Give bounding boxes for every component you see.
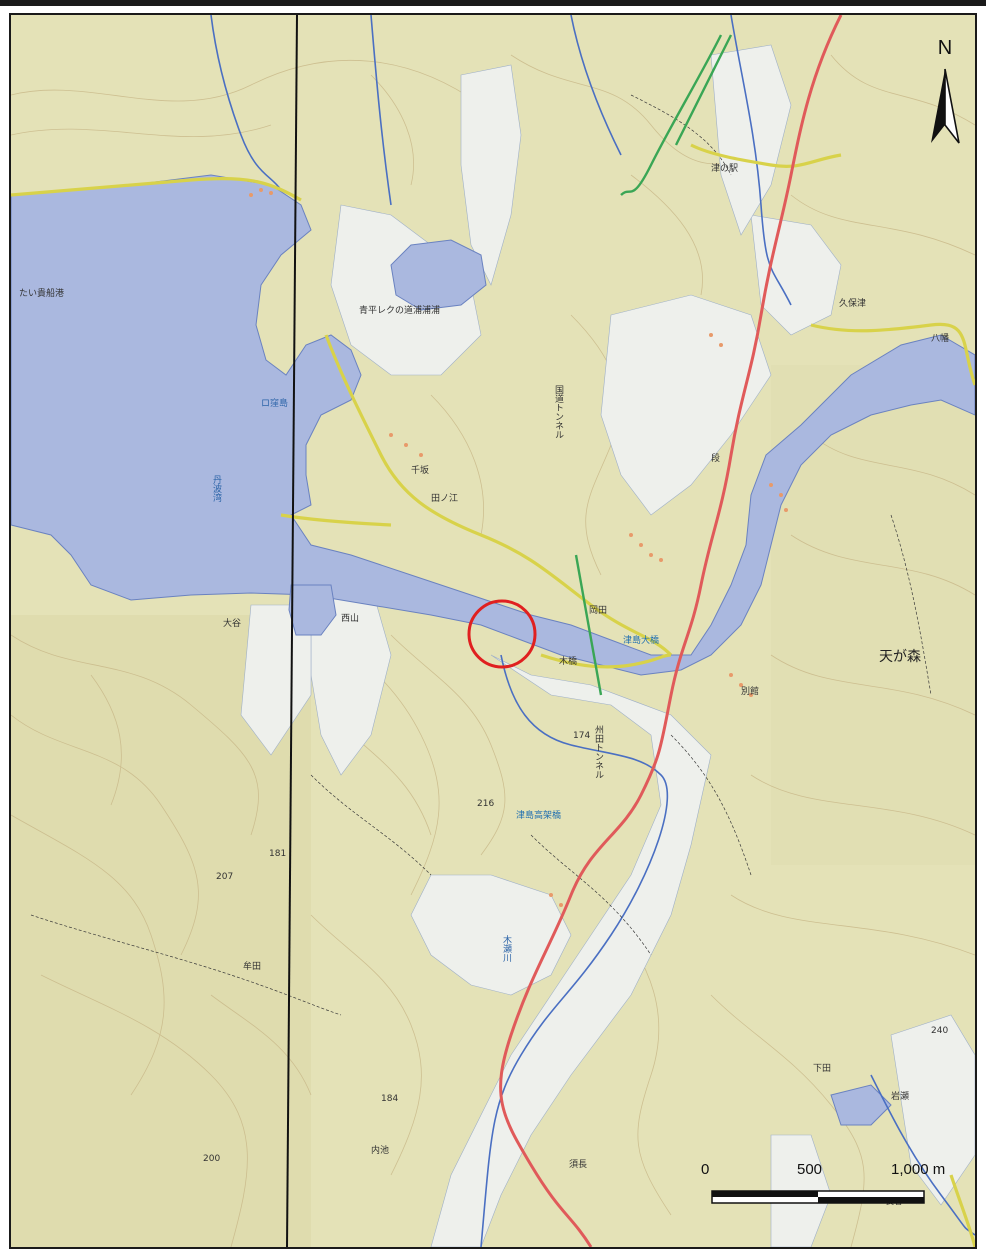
water-bodies — [11, 174, 975, 1126]
label-elev-2: 174 — [573, 731, 591, 741]
label-bekkan: 別館 — [741, 687, 760, 697]
label-river: 木瀬川 — [501, 935, 511, 962]
label-bridge-main: 津島大橋 — [623, 636, 660, 646]
label-sunaga: 須長 — [569, 1160, 588, 1170]
label-shimoda: 下田 — [813, 1064, 832, 1074]
label-senba: 千坂 — [411, 466, 430, 476]
label-muta: 牟田 — [243, 962, 262, 972]
label-tunnel-south: 州田トンネル — [593, 725, 603, 779]
label-kibashi: 木橋 — [559, 657, 578, 667]
label-park: 青平レクの道浦浦浦 — [359, 306, 441, 316]
label-elev-3: 207 — [216, 872, 234, 882]
label-nishiyama: 西山 — [341, 614, 360, 624]
location-marker-circle[interactable] — [467, 599, 537, 669]
label-kuboshima: ロ窪島 — [261, 399, 289, 409]
label-tunnel-east: 国道トンネル — [553, 385, 563, 439]
label-elev-5: 200 — [203, 1154, 221, 1164]
label-station-north: 津の駅 — [711, 164, 739, 174]
prefectural-roads — [11, 143, 975, 1247]
label-iwase: 岩瀬 — [891, 1092, 910, 1102]
meridian-line — [286, 15, 298, 1247]
scale-tick-0: 0 — [701, 1161, 710, 1178]
label-hachiman: 八幡 — [931, 334, 950, 344]
settlements — [249, 188, 788, 907]
label-harbor: たい貴船港 — [19, 289, 65, 299]
scale-bar-graphic — [711, 1190, 925, 1204]
scale-bar: 0 500 1,000 m — [701, 1161, 971, 1241]
railway-lines — [574, 34, 733, 696]
footpaths — [30, 94, 932, 1016]
label-nakae: 田ノ江 — [431, 494, 459, 504]
label-bridge-south: 津島高架橋 — [516, 811, 562, 821]
north-arrow: N — [925, 37, 965, 147]
north-letter: N — [937, 37, 953, 59]
label-bay: 丹波湾 — [211, 475, 221, 502]
label-otani: 大谷 — [223, 619, 242, 629]
label-elev-1: 216 — [477, 799, 495, 809]
label-kubo: 久保津 — [839, 299, 867, 309]
label-okada: 岡田 — [589, 606, 608, 616]
streams — [210, 15, 975, 1247]
scale-tick-1000: 1,000 m — [891, 1161, 946, 1178]
top-rule — [0, 0, 986, 6]
label-dan: 段 — [711, 454, 721, 464]
label-elev-7: 240 — [931, 1026, 949, 1036]
label-mountain: 天が森 — [879, 649, 921, 665]
scale-tick-500: 500 — [797, 1161, 823, 1178]
label-naike: 内池 — [371, 1146, 390, 1156]
label-elev-6: 184 — [381, 1094, 399, 1104]
label-elev-4: 181 — [269, 849, 287, 859]
map-frame: たい貴船港 丹波湾 青平レクの道浦浦浦 国道トンネル 州田トンネル 津島大橋 津… — [9, 13, 977, 1249]
north-arrow-icon — [931, 68, 960, 144]
national-road — [499, 15, 843, 1247]
contour-lines — [11, 54, 975, 1247]
topographic-map — [11, 15, 975, 1247]
